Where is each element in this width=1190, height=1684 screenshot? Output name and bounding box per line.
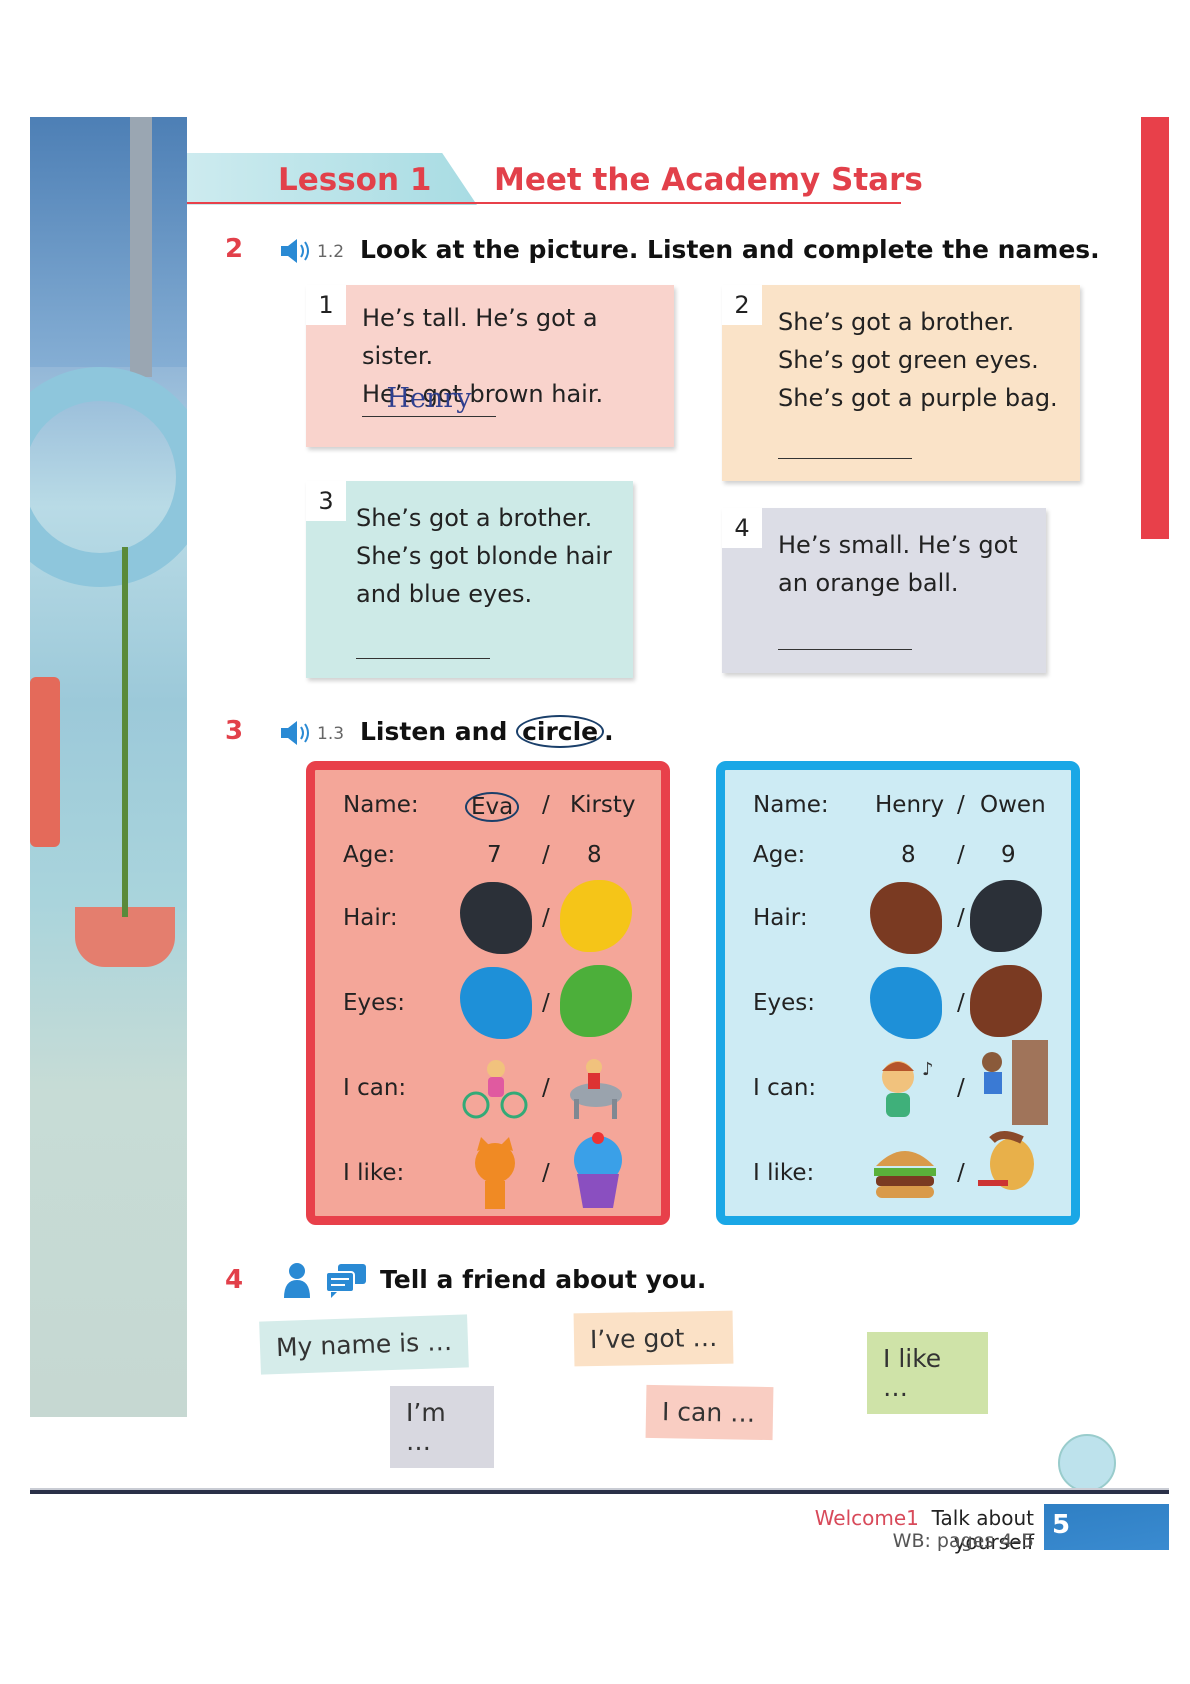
clue-number: 1 [306,285,346,325]
label-like: I like: [343,1160,405,1186]
hair-splat-black[interactable] [460,882,532,954]
slash: / [542,842,550,868]
speaker-icon[interactable] [279,720,315,750]
clue-box-2: 2 She’s got a brother.She’s got green ey… [722,285,1080,481]
hair-splat-black[interactable] [970,880,1042,952]
clue-box-3: 3 She’s got a brother.She’s got blonde h… [306,481,633,678]
clue-box-1: 1 He’s tall. He’s got a sister.He’s got … [306,285,674,447]
clue-number: 4 [722,508,762,548]
burger-icon[interactable] [870,1140,940,1202]
clue-text: She’s got a brother.She’s got green eyes… [778,308,1058,412]
label-hair: Hair: [343,905,398,931]
horse-riding-icon[interactable] [560,1055,635,1121]
slash: / [957,1160,965,1186]
label-can: I can: [343,1075,407,1101]
phrase-chip-ive-got: I’ve got … [573,1310,734,1367]
exercise-instruction: Listen and circle. [360,715,614,748]
clue-number: 3 [306,481,346,521]
cat-icon[interactable] [460,1135,530,1210]
slash: / [542,990,550,1016]
footer-text: Welcome1 Talk about yourself [814,1506,1034,1554]
workbook-reference: WB: pages 4–5 [892,1530,1034,1552]
option-age-7[interactable]: 7 [487,842,502,868]
answer-field[interactable] [778,616,912,650]
header-band [187,153,477,205]
footer-divider [30,1488,1169,1494]
clue-number: 2 [722,285,762,325]
answer-field[interactable] [356,625,490,659]
option-eva-circled[interactable]: Eva [465,792,520,822]
option-henry[interactable]: Henry [875,792,945,818]
phrase-chip-im: I’m … [390,1386,494,1468]
answer-field[interactable]: Henry [362,383,496,417]
toy-horse-icon[interactable] [970,1130,1045,1210]
label-hair: Hair: [753,905,808,931]
lesson-label: Lesson 1 [278,162,432,198]
exercise-number: 4 [225,1265,244,1295]
phrase-chip-i-can: I can … [645,1384,774,1441]
slash: / [542,1160,550,1186]
option-age-9[interactable]: 9 [1001,842,1016,868]
clue-text: She’s got a brother.She’s got blonde hai… [356,504,612,608]
answer-field[interactable] [778,425,912,459]
slash: / [542,792,550,818]
slash: / [957,1075,965,1101]
bike-riding-icon[interactable] [460,1055,530,1121]
slash: / [957,990,965,1016]
track-number: 1.3 [317,724,345,744]
track-number: 1.2 [317,242,345,262]
label-name: Name: [343,792,419,818]
exercise-number: 3 [225,716,244,746]
label-age: Age: [343,842,396,868]
profile-card-blue: Name: Henry / Owen Age: 8 / 9 Hair: / Ey… [716,761,1080,1225]
eyes-splat-brown[interactable] [970,965,1042,1037]
option-age-8[interactable]: 8 [901,842,916,868]
slash: / [542,1075,550,1101]
side-accent-bar [1141,117,1169,539]
svg-text:♪: ♪ [922,1059,934,1080]
phrase-chip-i-like: I like … [867,1332,988,1414]
side-illustration [30,117,187,1417]
clue-text: He’s tall. He’s got a sister.He’s got br… [362,304,604,408]
label-eyes: Eyes: [753,990,816,1016]
hair-splat-yellow[interactable] [560,880,632,952]
label-name: Name: [753,792,829,818]
slash: / [957,792,965,818]
option-age-8[interactable]: 8 [587,842,602,868]
phrase-chip-name: My name is … [259,1314,469,1375]
label-like: I like: [753,1160,815,1186]
page-number: 5 [1044,1504,1169,1550]
hair-splat-brown[interactable] [870,882,942,954]
eyes-splat-blue[interactable] [460,967,532,1039]
eyes-splat-green[interactable] [560,965,632,1037]
option-kirsty[interactable]: Kirsty [570,792,636,818]
academy-globe-icon [1058,1434,1116,1492]
eyes-splat-blue[interactable] [870,967,942,1039]
slash: / [957,905,965,931]
slash: / [542,905,550,931]
label-age: Age: [753,842,806,868]
exercise-instruction: Look at the picture. Listen and complete… [360,235,1100,264]
person-icon [283,1262,311,1302]
cupcake-icon[interactable] [565,1130,631,1210]
speech-bubbles-icon [325,1264,368,1302]
option-owen[interactable]: Owen [980,792,1046,818]
exercise-number: 2 [225,234,244,264]
tree-climbing-icon[interactable] [970,1040,1050,1125]
exercise-instruction: Tell a friend about you. [380,1265,707,1294]
profile-card-red: Name: Eva / Kirsty Age: 7 / 8 Hair: / Ey… [306,761,670,1225]
slash: / [957,842,965,868]
label-eyes: Eyes: [343,990,406,1016]
header-underline [187,202,901,204]
label-can: I can: [753,1075,817,1101]
singing-boy-icon[interactable]: ♪ [870,1055,945,1121]
page-title: Meet the Academy Stars [494,162,923,198]
speaker-icon[interactable] [279,238,315,268]
